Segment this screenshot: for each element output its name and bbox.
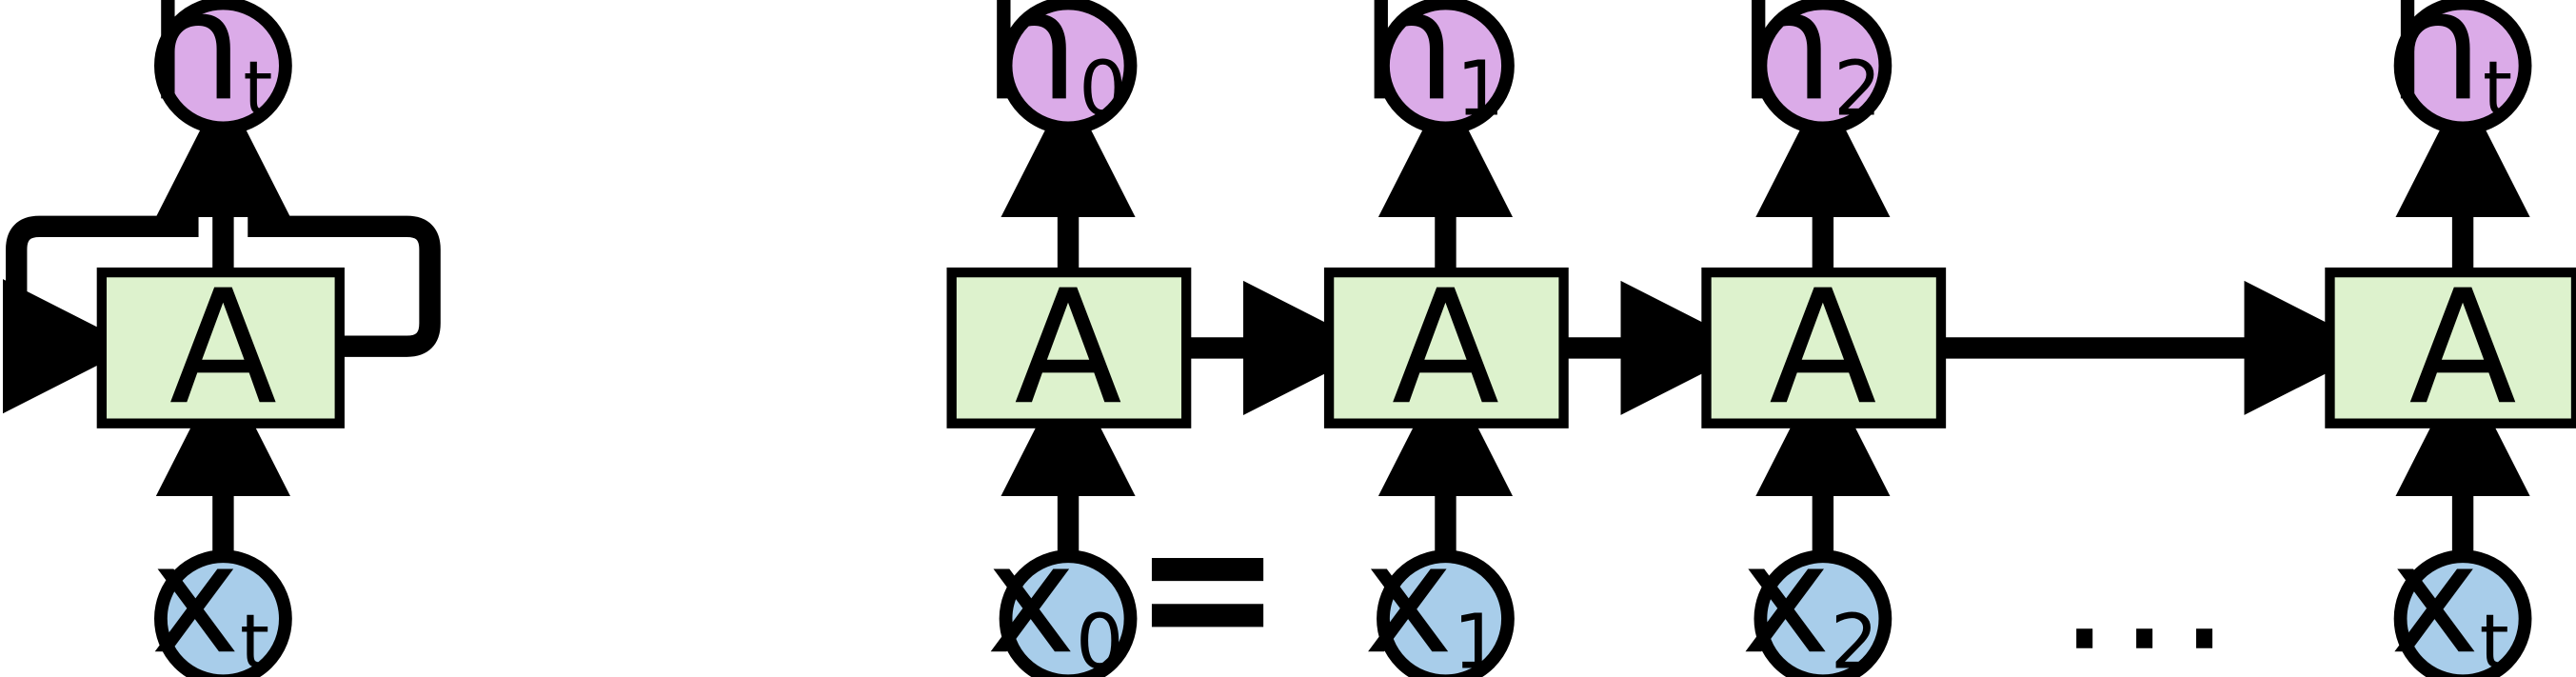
unrolled-rnn-group: A h0 x0 A h1 <box>946 0 2576 677</box>
step-1-input-node[interactable] <box>1377 549 1515 677</box>
step-3-output-base: h <box>2387 0 2483 134</box>
step-3-output-node[interactable] <box>2393 0 2532 135</box>
step-0-input-label: x0 <box>986 512 1123 677</box>
folded-input-node[interactable] <box>154 549 292 677</box>
folded-output-node[interactable] <box>154 0 292 135</box>
folded-input-label: xt <box>150 512 269 677</box>
step-0-cell-label: A <box>1014 256 1121 440</box>
step-2-output-base: h <box>1738 0 1834 134</box>
step-0-output-node[interactable] <box>999 0 1138 135</box>
step-0-cell-box[interactable] <box>946 267 1192 428</box>
step-3-cell-label: A <box>2408 256 2516 440</box>
equals-bar-bottom <box>1151 604 1264 627</box>
folded-output-subscript: t <box>243 45 272 133</box>
step-3-cell-box[interactable] <box>2325 267 2576 428</box>
step-0-output-subscript: 0 <box>1079 45 1126 133</box>
step-2-cell-label: A <box>1769 256 1876 440</box>
unrolled-step-2: A h2 x2 <box>1701 0 1947 677</box>
step-1-output-label: h1 <box>1360 0 1504 134</box>
unrolled-step-1: A h1 x1 <box>1323 0 1569 677</box>
step-1-output-node[interactable] <box>1377 0 1515 135</box>
sequence-ellipsis: ... <box>2059 503 2239 677</box>
folded-input-subscript: t <box>240 597 269 677</box>
step-1-cell-box[interactable] <box>1323 267 1569 428</box>
step-0-input-node[interactable] <box>999 549 1138 677</box>
folded-output-label: ht <box>148 0 273 134</box>
step-2-output-node[interactable] <box>1754 0 1892 135</box>
step-1-output-base: h <box>1360 0 1456 134</box>
equals-sign-group <box>1151 558 1264 627</box>
folded-cell-label: A <box>169 256 277 440</box>
step-2-cell-box[interactable] <box>1701 267 1947 428</box>
folded-cell-box[interactable] <box>96 267 345 428</box>
folded-rnn-group: A ht xt <box>2 0 441 677</box>
unrolled-step-0: A h0 x0 <box>946 0 1192 677</box>
step-1-input-base: x <box>1364 512 1454 677</box>
loop-crossing-gap-2 <box>231 213 248 242</box>
step-2-input-base: x <box>1741 512 1831 677</box>
step-2-output-subscript: 2 <box>1833 45 1881 133</box>
step-3-input-base: x <box>2390 512 2480 677</box>
step-3-output-label: ht <box>2387 0 2512 134</box>
step-1-output-subscript: 1 <box>1456 45 1504 133</box>
step-3-input-label: xt <box>2390 512 2509 677</box>
equals-bar-top <box>1151 558 1264 582</box>
folded-output-base: h <box>148 0 243 134</box>
step-2-input-subscript: 2 <box>1831 597 1878 677</box>
folded-input-base: x <box>150 512 240 677</box>
step-1-input-label: x1 <box>1364 512 1501 677</box>
step-2-output-label: h2 <box>1738 0 1882 134</box>
unrolled-step-3: A ht xt <box>2325 0 2576 677</box>
step-1-input-subscript: 1 <box>1453 597 1500 677</box>
step-1-cell-label: A <box>1392 256 1499 440</box>
step-2-input-node[interactable] <box>1754 549 1892 677</box>
step-0-input-base: x <box>986 512 1076 677</box>
step-0-input-subscript: 0 <box>1076 597 1123 677</box>
step-2-input-label: x2 <box>1741 512 1878 677</box>
step-3-output-subscript: t <box>2483 45 2512 133</box>
step-3-input-subscript: t <box>2480 597 2509 677</box>
step-0-output-label: h0 <box>983 0 1127 134</box>
step-3-input-node[interactable] <box>2393 549 2532 677</box>
loop-crossing-gap <box>198 213 215 242</box>
step-0-output-base: h <box>983 0 1080 134</box>
